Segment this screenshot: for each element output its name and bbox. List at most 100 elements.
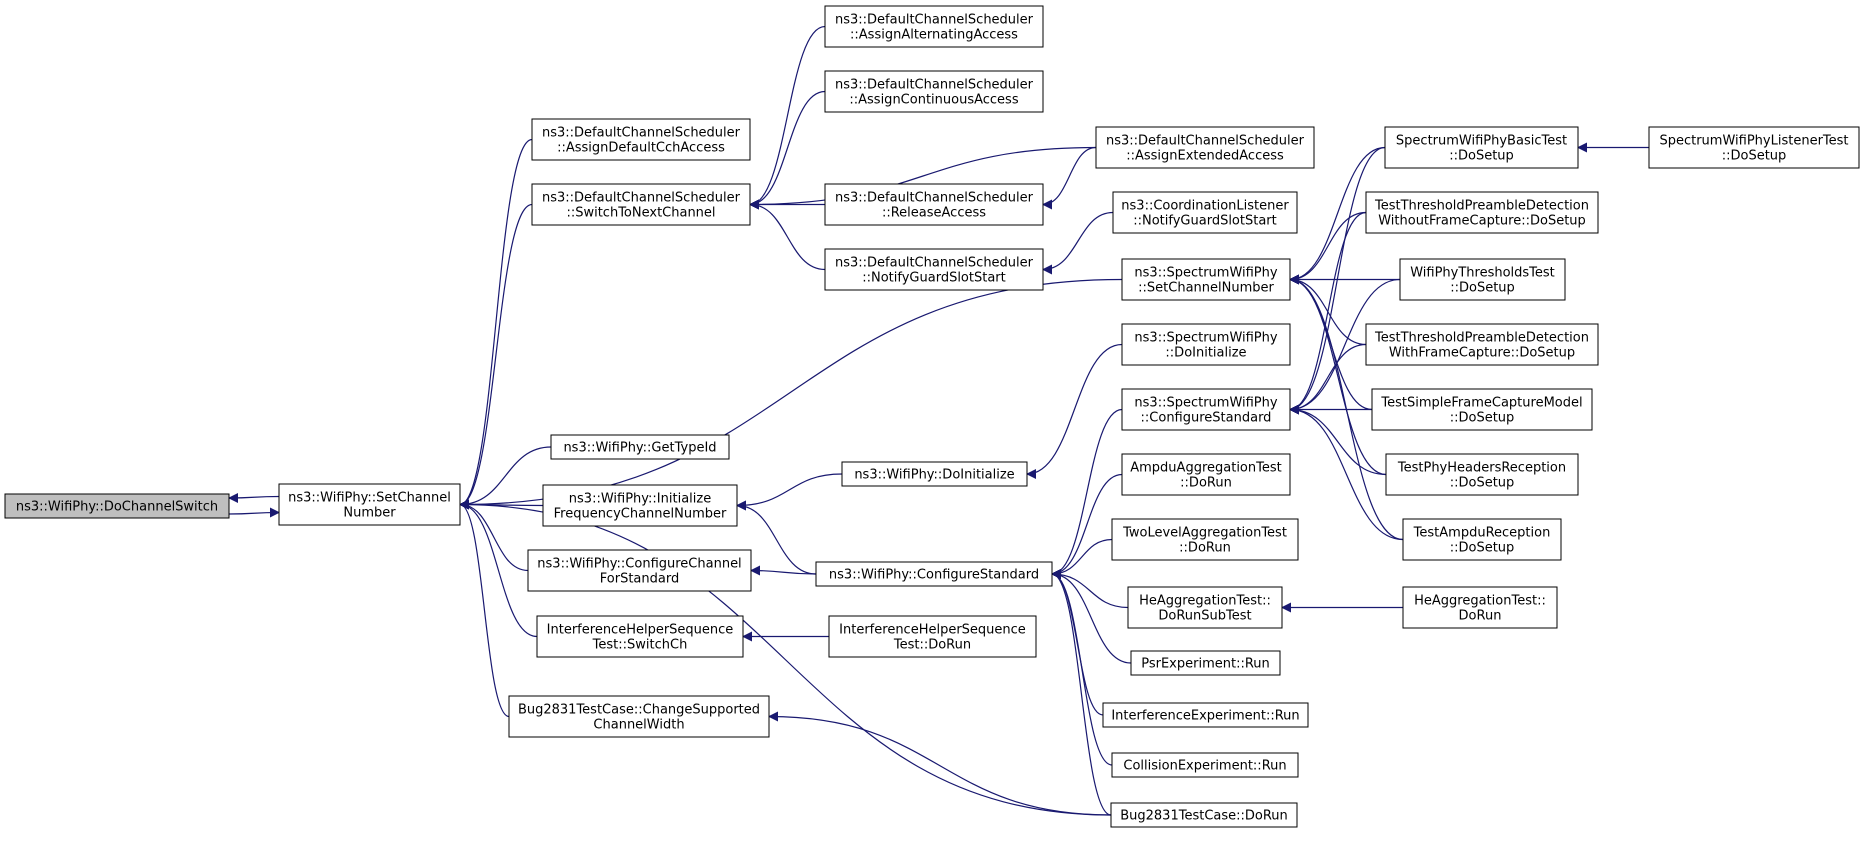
node-label: InterferenceHelperSequence	[839, 623, 1026, 638]
edge-switch-to-next-assign-continuous	[749, 90, 826, 210]
node-ampdu-aggr[interactable]: AmpduAggregationTest::DoRun	[1121, 453, 1291, 496]
edge-switch-to-next-notify-guard-dcs	[749, 199, 826, 271]
node-box[interactable]	[550, 434, 730, 460]
node-box[interactable]	[1121, 323, 1291, 366]
node-box[interactable]	[542, 484, 738, 527]
node-box[interactable]	[1371, 388, 1593, 431]
node-box[interactable]	[1121, 453, 1291, 496]
node-thresh-with[interactable]: TestThresholdPreambleDetectionWithFrameC…	[1365, 323, 1599, 366]
node-box[interactable]	[1127, 586, 1283, 629]
node-label: ::AssignDefaultCchAccess	[557, 141, 725, 156]
node-box[interactable]	[824, 5, 1044, 48]
node-spectrum-do-init[interactable]: ns3::SpectrumWifiPhy::DoInitialize	[1121, 323, 1291, 366]
node-box[interactable]	[1402, 518, 1562, 561]
edge-set-channel-number-do-channel-switch	[228, 507, 280, 518]
node-thresh-without[interactable]: TestThresholdPreambleDetectionWithoutFra…	[1365, 191, 1599, 234]
node-phy-headers[interactable]: TestPhyHeadersReception::DoSetup	[1385, 453, 1579, 496]
edge-set-channel-number-assign-default-cch	[459, 138, 533, 510]
node-box[interactable]	[1111, 518, 1299, 561]
node-label: Test::SwitchCh	[592, 638, 688, 653]
node-label: ::SetChannelNumber	[1138, 281, 1274, 296]
node-set-channel-number[interactable]: ns3::WifiPhy::SetChannelNumber	[278, 483, 461, 526]
node-spec-listener[interactable]: SpectrumWifiPhyListenerTest::DoSetup	[1648, 126, 1860, 169]
node-interf-exp[interactable]: InterferenceExperiment::Run	[1102, 702, 1309, 728]
edge-spectrum-set-ch-thresh-without	[1289, 211, 1367, 285]
node-box[interactable]	[1384, 126, 1579, 169]
node-label: Test::DoRun	[893, 638, 971, 653]
node-get-type-id[interactable]: ns3::WifiPhy::GetTypeId	[550, 434, 730, 460]
node-assign-extended[interactable]: ns3::DefaultChannelScheduler::AssignExte…	[1095, 126, 1315, 169]
node-label: ns3::SpectrumWifiPhy	[1134, 331, 1277, 346]
node-box[interactable]	[1365, 323, 1599, 366]
edge-set-channel-number-get-type-id	[459, 446, 552, 510]
node-release-access[interactable]: ns3::DefaultChannelScheduler::ReleaseAcc…	[824, 183, 1044, 226]
node-spectrum-conf-std[interactable]: ns3::SpectrumWifiPhy::ConfigureStandard	[1121, 388, 1291, 431]
node-box[interactable]	[824, 70, 1044, 113]
node-box[interactable]	[824, 183, 1044, 226]
node-ampdu-recep[interactable]: TestAmpduReception::DoSetup	[1402, 518, 1562, 561]
node-switch-to-next[interactable]: ns3::DefaultChannelScheduler::SwitchToNe…	[531, 183, 751, 226]
edge-init-freq-do-initialize	[736, 473, 843, 511]
edge-spectrum-set-ch-phy-headers	[1289, 274, 1387, 476]
node-label: ns3::CoordinationListener	[1121, 199, 1289, 214]
node-box[interactable]	[1648, 126, 1860, 169]
node-box[interactable]	[527, 549, 752, 592]
edge-notify-guard-dcs-coord-listener	[1042, 211, 1114, 275]
node-coord-listener[interactable]: ns3::CoordinationListener::NotifyGuardSl…	[1112, 191, 1298, 234]
node-label: ::SwitchToNextChannel	[566, 206, 715, 221]
node-box[interactable]	[1121, 258, 1291, 301]
node-box[interactable]	[1095, 126, 1315, 169]
node-psr[interactable]: PsrExperiment::Run	[1130, 650, 1281, 676]
node-bug-change[interactable]: Bug2831TestCase::ChangeSupportedChannelW…	[508, 695, 770, 738]
node-box[interactable]	[1121, 388, 1291, 431]
node-box[interactable]	[536, 615, 744, 658]
node-box	[4, 493, 230, 519]
node-box[interactable]	[1111, 752, 1299, 778]
node-box[interactable]	[508, 695, 770, 738]
node-assign-continuous[interactable]: ns3::DefaultChannelScheduler::AssignCont…	[824, 70, 1044, 113]
node-box[interactable]	[531, 183, 751, 226]
node-box[interactable]	[824, 248, 1044, 291]
node-box[interactable]	[1130, 650, 1281, 676]
node-collision[interactable]: CollisionExperiment::Run	[1111, 752, 1299, 778]
node-notify-guard-dcs[interactable]: ns3::DefaultChannelScheduler::NotifyGuar…	[824, 248, 1044, 291]
node-wifi-thresh[interactable]: WifiPhyThresholdsTest::DoSetup	[1399, 258, 1566, 301]
node-init-freq[interactable]: ns3::WifiPhy::InitializeFrequencyChannel…	[542, 484, 738, 527]
node-spec-basic[interactable]: SpectrumWifiPhyBasicTest::DoSetup	[1384, 126, 1579, 169]
node-do-initialize[interactable]: ns3::WifiPhy::DoInitialize	[841, 461, 1028, 487]
node-label: ::ReleaseAccess	[882, 206, 986, 221]
node-config-std[interactable]: ns3::WifiPhy::ConfigureStandard	[815, 561, 1053, 587]
node-box[interactable]	[278, 483, 461, 526]
node-box[interactable]	[815, 561, 1053, 587]
node-box[interactable]	[1402, 586, 1558, 629]
node-he-do-run[interactable]: HeAggregationTest::DoRun	[1402, 586, 1558, 629]
node-box[interactable]	[1112, 191, 1298, 234]
node-label: ::DoSetup	[1450, 541, 1515, 556]
edges-layer	[228, 25, 1649, 816]
node-label: DoRunSubTest	[1158, 609, 1251, 624]
node-box[interactable]	[1365, 191, 1599, 234]
node-assign-alternating[interactable]: ns3::DefaultChannelScheduler::AssignAlte…	[824, 5, 1044, 48]
node-box[interactable]	[1385, 453, 1579, 496]
node-assign-default-cch[interactable]: ns3::DefaultChannelScheduler::AssignDefa…	[531, 118, 751, 161]
node-label: ::DoInitialize	[1165, 346, 1246, 361]
node-label: ::ConfigureStandard	[1141, 411, 1272, 426]
node-config-chan-std[interactable]: ns3::WifiPhy::ConfigureChannelForStandar…	[527, 549, 752, 592]
node-spectrum-set-ch[interactable]: ns3::SpectrumWifiPhy::SetChannelNumber	[1121, 258, 1291, 301]
node-box[interactable]	[841, 461, 1028, 487]
node-two-level[interactable]: TwoLevelAggregationTest::DoRun	[1111, 518, 1299, 561]
node-he-sub[interactable]: HeAggregationTest::DoRunSubTest	[1127, 586, 1283, 629]
node-box[interactable]	[531, 118, 751, 161]
node-simple-capture[interactable]: TestSimpleFrameCaptureModel::DoSetup	[1371, 388, 1593, 431]
node-box[interactable]	[1102, 702, 1309, 728]
node-bug-do-run[interactable]: Bug2831TestCase::DoRun	[1110, 802, 1298, 828]
node-label: ns3::SpectrumWifiPhy	[1134, 396, 1277, 411]
node-box[interactable]	[828, 615, 1037, 658]
node-box[interactable]	[1110, 802, 1298, 828]
node-label: FrequencyChannelNumber	[554, 507, 727, 522]
node-label: CollisionExperiment::Run	[1123, 759, 1286, 774]
node-box[interactable]	[1399, 258, 1566, 301]
node-label: ns3::WifiPhy::SetChannel	[288, 491, 451, 506]
